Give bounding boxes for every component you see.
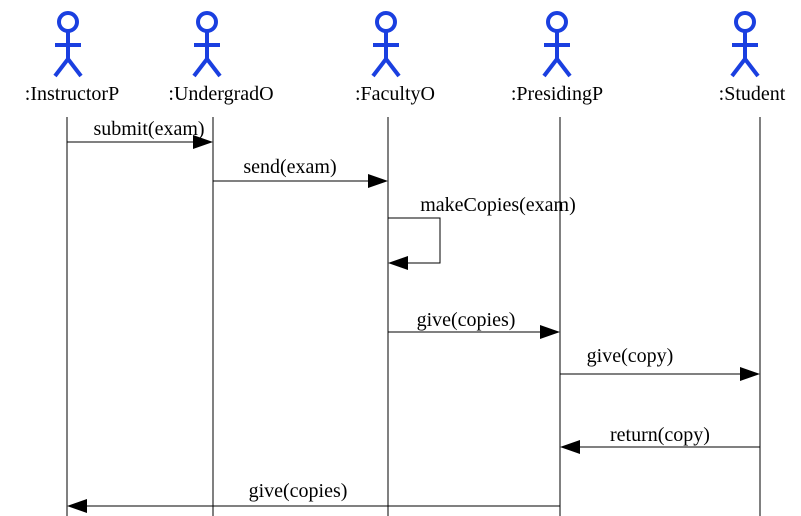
message-label: give(copies)	[417, 309, 516, 331]
message: give(copies)	[67, 480, 560, 513]
message-label: return(copy)	[610, 424, 710, 446]
actor-label-faculty: :FacultyO	[355, 83, 435, 105]
message: return(copy)	[560, 424, 760, 454]
actor-icon	[53, 11, 83, 78]
actor-icon	[730, 11, 760, 78]
arrowhead	[740, 367, 760, 381]
actor-icon	[192, 11, 222, 78]
message: submit(exam)	[67, 118, 213, 149]
arrowhead	[388, 256, 408, 270]
actor-icon	[542, 11, 572, 78]
arrowhead	[193, 135, 213, 149]
arrowhead	[67, 499, 87, 513]
message: send(exam)	[213, 156, 388, 188]
message: give(copy)	[560, 345, 760, 381]
arrowhead	[368, 174, 388, 188]
message: give(copies)	[388, 309, 560, 339]
actors: :InstructorP :UndergradO :FacultyO :Presidi…	[25, 11, 786, 105]
message-label: submit(exam)	[93, 118, 204, 140]
lifelines	[66, 117, 761, 516]
message-label: give(copy)	[587, 345, 674, 367]
actor-label-undergrad: :UndergradO	[168, 83, 273, 105]
messages: submit(exam) send(exam) makeCopies(exam) gi…	[67, 118, 760, 513]
message-label: give(copies)	[249, 480, 348, 502]
message: makeCopies(exam)	[388, 194, 576, 270]
actor-label-student: :Student	[719, 83, 786, 105]
arrowhead	[560, 440, 580, 454]
message-label: send(exam)	[243, 156, 336, 178]
actor-label-presiding: :PresidingP	[511, 83, 603, 105]
message-label: makeCopies(exam)	[420, 194, 576, 216]
actor-label-instructor: :InstructorP	[25, 83, 119, 105]
self-message-line	[388, 217, 441, 264]
arrowhead	[540, 325, 560, 339]
actor-icon	[371, 11, 401, 78]
